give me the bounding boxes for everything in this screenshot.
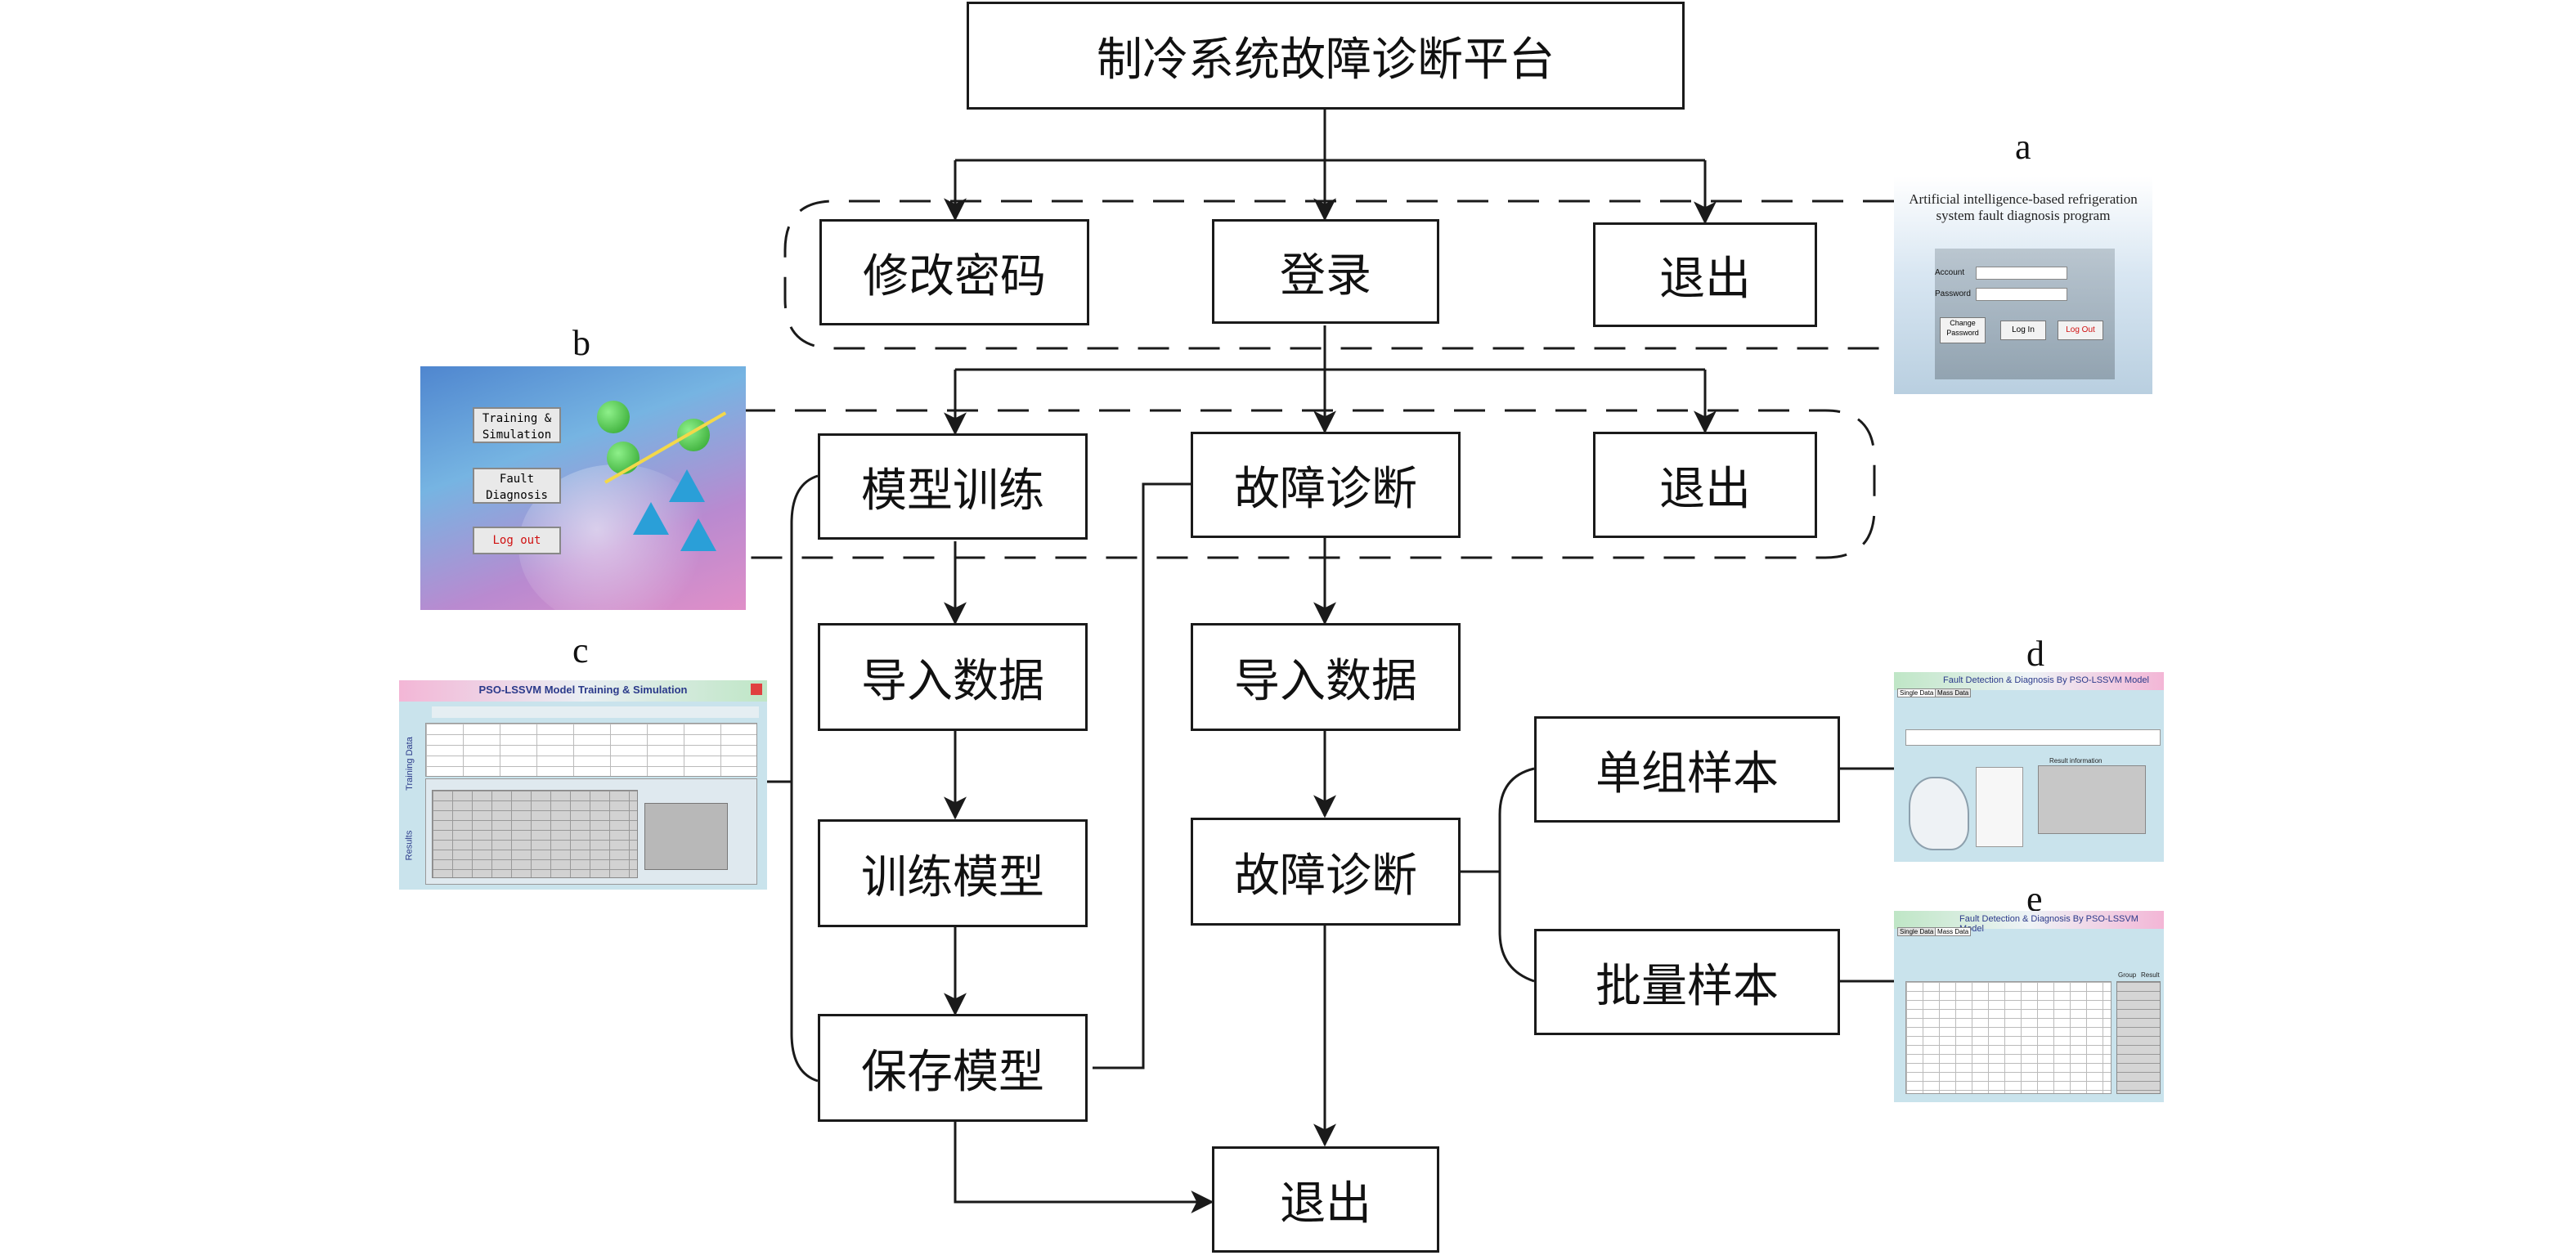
exit-label-main-menu: 退出 [1659, 462, 1751, 516]
pyramid-icon [680, 518, 716, 551]
screenshot-d-head-icon [1909, 777, 1969, 850]
import-data-label-diagnosis: 导入数据 [1234, 654, 1417, 708]
train-model-box: 训练模型 [818, 819, 1088, 927]
screenshot-e-tab-single: Single Data [1897, 927, 1936, 936]
screenshot-c-performance-chart [644, 803, 728, 870]
screenshot-e-col-group: Group [2118, 971, 2137, 979]
change-password-box: 修改密码 [819, 219, 1089, 325]
label-e: e [2026, 879, 2043, 919]
screenshot-d-tab-mass: Mass Data [1935, 688, 1972, 697]
screenshot-e-result-table [2116, 981, 2161, 1094]
sphere-icon [607, 442, 640, 474]
screenshot-c-title-bar [399, 680, 767, 702]
login-box: 登录 [1212, 219, 1439, 324]
save-model-box: 保存模型 [818, 1014, 1088, 1122]
screenshot-d-result-label: Result information [2049, 757, 2103, 765]
screenshot-b-training-button: Training & Simulation [473, 407, 561, 443]
save-model-label: 保存模型 [861, 1045, 1044, 1099]
screenshot-d-fault-list [1976, 767, 2023, 847]
screenshot-b-logout-button: Log out [473, 527, 561, 554]
screenshot-d-result-box [2038, 765, 2146, 834]
screenshot-c-close-icon [751, 684, 762, 695]
screenshot-d-title: Fault Detection & Diagnosis By PSO-LSSVM… [1943, 675, 2149, 685]
platform-title-box: 制冷系统故障诊断平台 [967, 2, 1685, 110]
fault-diagnosis-label-branch: 故障诊断 [1234, 849, 1417, 903]
model-training-label: 模型训练 [861, 464, 1044, 518]
screenshot-a-title: Artificial intelligence-based refrigerat… [1909, 191, 2138, 223]
screenshot-e-title-bar [1894, 911, 2164, 929]
single-sample-label: 单组样本 [1595, 747, 1779, 800]
screenshot-a-password-label: Password [1935, 289, 1971, 298]
label-a: a [2015, 127, 2031, 167]
batch-sample-box: 批量样本 [1534, 929, 1840, 1035]
pyramid-icon [669, 469, 705, 502]
screenshot-c-training-window: PSO-LSSVM Model Training & Simulation Tr… [399, 680, 767, 890]
screenshot-a-login-window: Artificial intelligence-based refrigerat… [1894, 177, 2152, 394]
screenshot-a-log-in-button: Log In [2000, 321, 2046, 340]
final-exit-box: 退出 [1212, 1146, 1439, 1253]
label-d: d [2026, 634, 2044, 674]
screenshot-e-data-table [1905, 981, 2112, 1094]
screenshot-c-title: PSO-LSSVM Model Training & Simulation [478, 684, 688, 696]
exit-label-login-menu: 退出 [1659, 252, 1751, 306]
single-sample-box: 单组样本 [1534, 716, 1840, 823]
batch-sample-label: 批量样本 [1595, 959, 1779, 1013]
screenshot-e-tab-mass: Mass Data [1935, 927, 1972, 936]
pyramid-icon [633, 502, 669, 535]
train-model-label: 训练模型 [861, 850, 1044, 904]
screenshot-e-col-result: Result [2141, 971, 2160, 979]
exit-box-main-menu: 退出 [1593, 432, 1817, 538]
login-label: 登录 [1280, 249, 1371, 303]
screenshot-d-single-window: Fault Detection & Diagnosis By PSO-LSSVM… [1894, 672, 2164, 862]
exit-box-login-menu: 退出 [1593, 222, 1817, 327]
screenshot-d-title-bar [1894, 672, 2164, 690]
screenshot-d-data-row [1905, 729, 2161, 746]
label-c: c [572, 630, 589, 670]
screenshot-c-side-bottom: Results [404, 830, 415, 861]
label-b: b [572, 323, 590, 363]
screenshot-d-tab-single: Single Data [1897, 688, 1936, 697]
model-training-box: 模型训练 [818, 433, 1088, 540]
import-data-box-diagnosis: 导入数据 [1191, 623, 1461, 731]
platform-title: 制冷系统故障诊断平台 [1097, 33, 1555, 87]
screenshot-a-log-out-button: Log Out [2058, 321, 2103, 340]
screenshot-e-title: Fault Detection & Diagnosis By PSO-LSSVM… [1959, 914, 2138, 934]
screenshot-a-account-field [1976, 267, 2067, 280]
screenshot-e-batch-window: Fault Detection & Diagnosis By PSO-LSSVM… [1894, 911, 2164, 1102]
screenshot-c-toolbar [432, 706, 759, 718]
final-exit-label: 退出 [1280, 1177, 1371, 1231]
fault-diagnosis-label-main: 故障诊断 [1234, 462, 1417, 516]
screenshot-c-results-grid [432, 790, 638, 878]
import-data-box-training: 导入数据 [818, 623, 1088, 731]
fault-diagnosis-box-main: 故障诊断 [1191, 432, 1461, 538]
screenshot-c-data-table [425, 723, 757, 777]
screenshot-b-main-menu: Training & Simulation Fault Diagnosis Lo… [420, 366, 746, 610]
fault-diagnosis-box-branch: 故障诊断 [1191, 818, 1461, 926]
sphere-icon [597, 401, 630, 433]
change-password-label: 修改密码 [863, 249, 1046, 303]
screenshot-a-account-label: Account [1935, 268, 1965, 277]
screenshot-a-password-field [1976, 288, 2067, 301]
import-data-label-training: 导入数据 [861, 654, 1044, 708]
screenshot-b-fault-button: Fault Diagnosis [473, 468, 561, 504]
screenshot-c-side-top: Training Data [404, 737, 415, 791]
screenshot-a-change-password-button: Change Password [1940, 317, 1986, 343]
